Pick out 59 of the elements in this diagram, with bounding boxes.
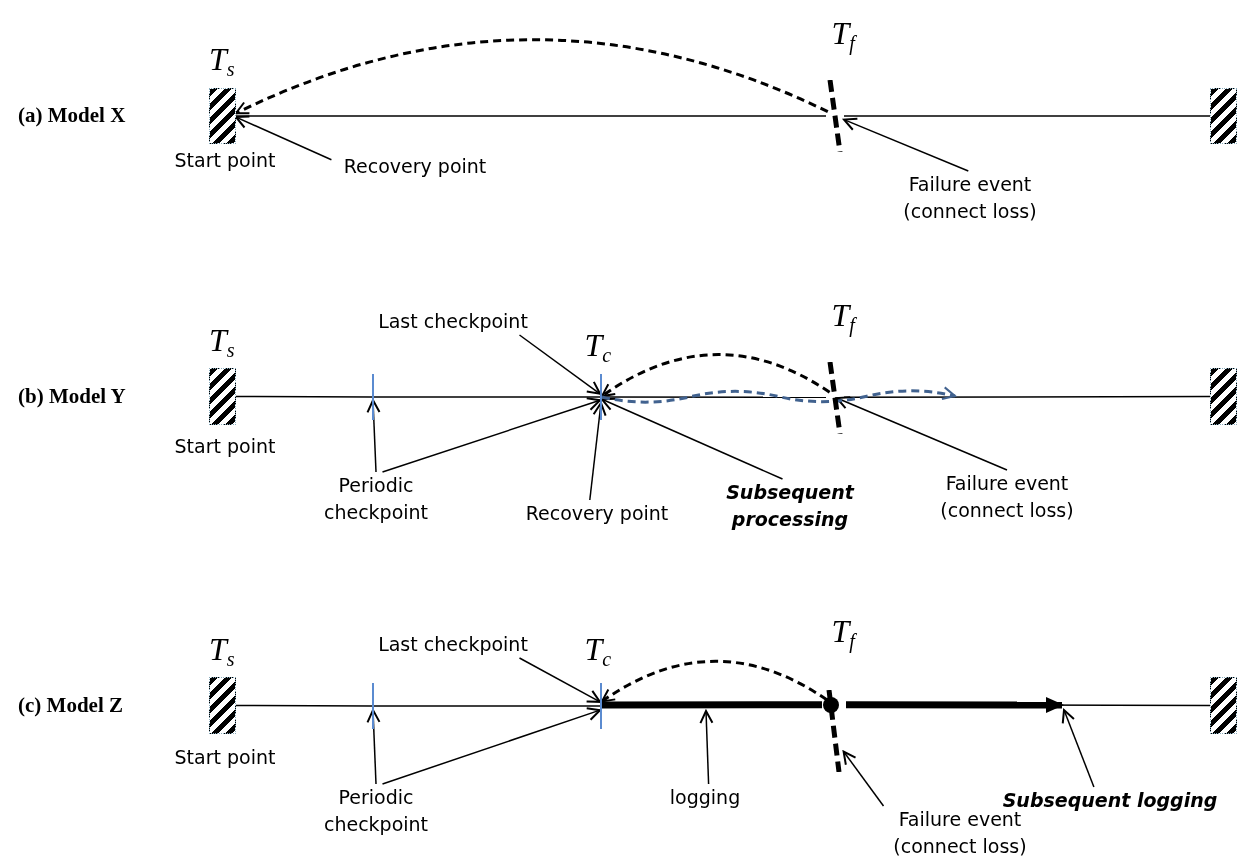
rollback-arrow [235,38,829,115]
leader-line [381,707,601,785]
panel-label: (a) Model X [18,103,126,128]
rollback-arrow [601,659,828,703]
time-symbol: T$_{c}$ [584,328,612,368]
time-symbol: T$_{f}$ [831,298,855,339]
panel-label: (b) Model Y [18,384,126,409]
leader-line [518,334,601,395]
rollback-arrow [601,353,831,398]
annotation-label: Last checkpoint [358,308,548,335]
annotation-label: Subsequent processing [715,479,865,533]
annotation-label: Failure event (connect loss) [885,171,1055,225]
timeline-line [235,115,827,117]
leader-line [843,117,970,172]
node-label: Start point [174,434,276,459]
checkpoint-tick [600,374,602,420]
timeline-line [235,395,373,398]
processing-arrow [601,386,956,404]
leader-line [699,710,714,785]
leader-line [589,402,607,501]
timeline-line [373,705,601,707]
panel-label: (c) Model Z [18,693,123,718]
leader-line [842,750,885,807]
time-symbol: T$_{s}$ [209,632,235,672]
leader-line [1061,709,1095,788]
hatched-block [209,88,236,144]
hatched-block [209,368,236,425]
node-label: Start point [174,148,276,173]
leader-line [601,397,784,480]
failure-mark [826,362,844,434]
time-symbol: T$_{s}$ [209,42,235,82]
annotation-label: Last checkpoint [358,631,548,658]
time-symbol: T$_{c}$ [584,632,612,672]
leader-line [235,115,333,161]
hatched-block [1210,368,1237,425]
annotation-label: Failure event (connect loss) [922,470,1092,524]
leader-line [835,396,1008,471]
hatched-block [1210,677,1237,734]
hatched-block [1210,88,1237,144]
checkpoint-tick [600,683,602,729]
checkpoint-tick [372,374,374,420]
checkpoint-tick [372,683,374,729]
annotation-label: Recovery point [320,153,510,180]
annotation-label: Periodic checkpoint [311,472,441,526]
annotation-label: logging [645,784,765,811]
leader-line [518,657,601,703]
timeline-line [235,704,373,707]
leader-line [381,397,601,473]
timeline-line [843,115,1211,117]
annotation-label: Periodic checkpoint [311,784,441,838]
time-symbol: T$_{f}$ [831,614,855,655]
timeline-line [373,396,601,398]
annotation-label: Recovery point [507,500,687,527]
node-label: Start point [174,745,276,770]
time-symbol: T$_{f}$ [831,16,855,57]
logging-line [602,701,822,709]
failure-mark [826,80,844,152]
hatched-block [209,677,236,734]
time-symbol: T$_{s}$ [209,323,235,363]
